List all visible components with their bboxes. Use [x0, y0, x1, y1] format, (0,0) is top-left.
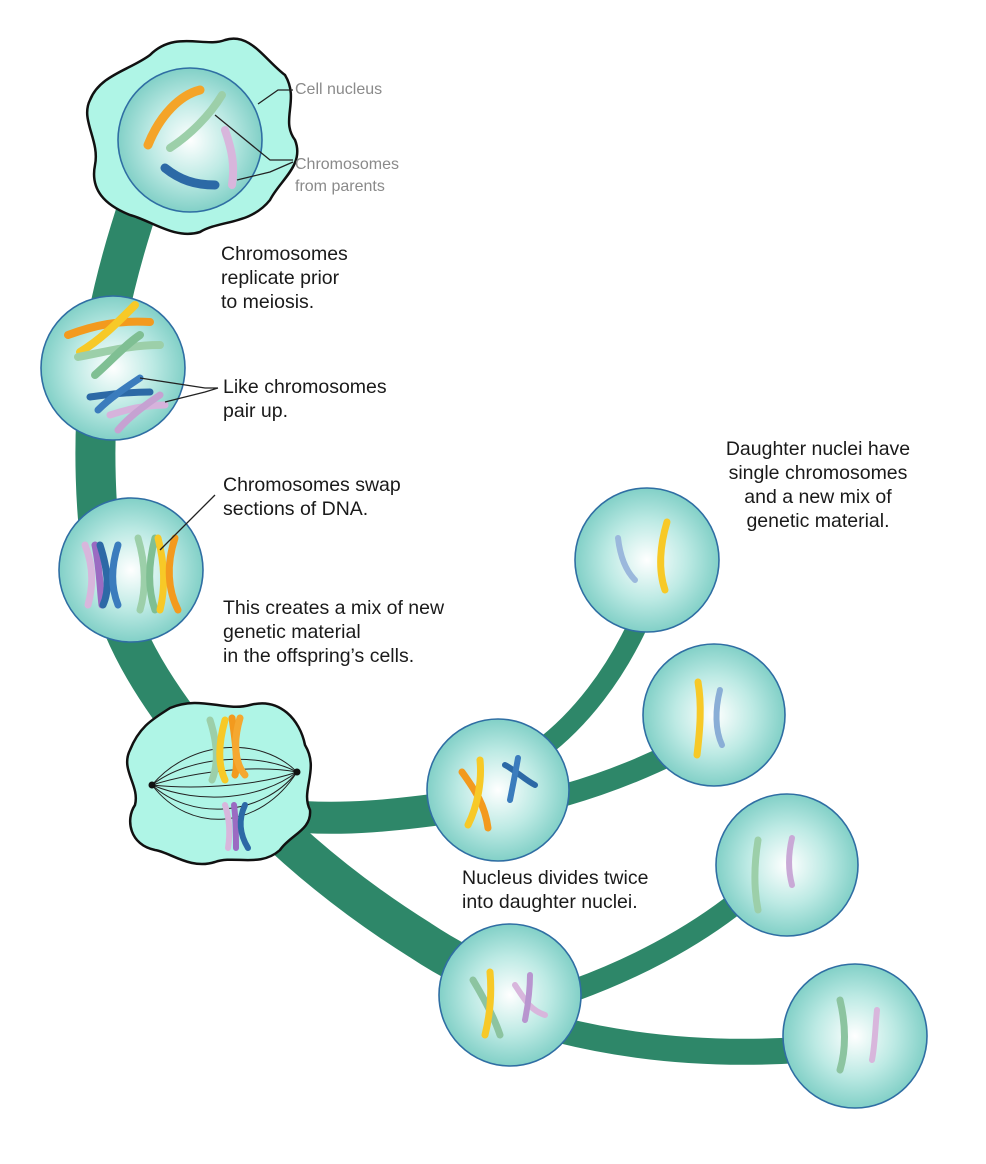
chr-orange-b [232, 714, 249, 779]
chromatid-blue-b [94, 374, 144, 414]
chromatid-orange-b [76, 301, 139, 356]
label-replicate: Chromosomes replicate prior to meiosis. [221, 243, 348, 313]
chr-green [206, 716, 220, 784]
chromosome-pink [221, 126, 238, 189]
replication-nucleus [40, 295, 219, 441]
chromosome-blue [160, 163, 220, 190]
crossing-over-nucleus [58, 494, 216, 643]
label-divides: Nucleus divides twice into daughter nucl… [462, 867, 649, 913]
chr-green-b [146, 534, 159, 614]
nucleus [58, 497, 204, 643]
chr-purple [522, 972, 533, 1023]
daughter-nucleus-1 [574, 487, 720, 633]
chr-blue-a [96, 541, 111, 609]
centrosome-right [293, 768, 301, 776]
chr-blue-b [109, 541, 122, 609]
label-pair-up: Like chromosomes pair up. [223, 376, 387, 422]
chr-green [836, 996, 848, 1074]
chr-pink [81, 541, 96, 609]
chr-pink [222, 802, 233, 851]
chromatid-orange-a [64, 317, 154, 339]
pathway-branch-d4 [556, 1017, 801, 1065]
chromosome-green [166, 91, 226, 152]
cell-membrane [125, 701, 312, 866]
pathway-branch-d1 [533, 615, 650, 758]
label-chromosomes-from-parents: Chromosomes from parents [295, 156, 400, 195]
nucleus [117, 67, 263, 213]
chr-yellow [216, 716, 229, 784]
pathway [75, 193, 801, 1065]
chr-yellow [657, 518, 671, 594]
label-daughter: Daughter nuclei have single chromosomes … [725, 438, 911, 532]
spindle-cell [125, 701, 312, 866]
callout-line-pair [139, 377, 219, 403]
nucleus [40, 295, 186, 441]
chromatid-pink-a [106, 401, 169, 419]
daughter-nucleus-3 [715, 793, 859, 937]
chr-green-a [134, 534, 148, 614]
chr-green-yellow [481, 968, 495, 1039]
nucleus [574, 487, 720, 633]
daughter-nucleus-4 [782, 963, 928, 1109]
chr-purple [231, 802, 239, 851]
chr-pink [869, 1007, 880, 1063]
chromatid-pink-b [114, 391, 164, 434]
chr-yellow [464, 756, 484, 829]
nucleus [438, 923, 582, 1067]
chr-blue [237, 802, 251, 851]
daughter-nucleus-2 [642, 643, 786, 787]
chr-blue [502, 762, 538, 788]
chr-pink-blue [786, 835, 795, 888]
callout-line-chromosomes [214, 114, 294, 181]
spindle-fibres [151, 746, 298, 820]
chromosome-orange [143, 85, 205, 150]
chromatid-green-b [91, 331, 144, 379]
division-nucleus-lower [438, 923, 582, 1067]
callout-line-nucleus [257, 89, 293, 105]
label-mix: This creates a mix of new genetic materi… [223, 597, 445, 667]
label-swap: Chromosomes swap sections of DNA. [223, 474, 401, 520]
chr-green-yellow [693, 678, 704, 759]
chr-blue [713, 687, 725, 748]
pathway-branch-d3 [571, 891, 747, 1001]
chr-blue-pink [615, 535, 638, 583]
chr-yellow [154, 534, 168, 614]
nucleus [426, 718, 570, 862]
callout-line-swap [159, 494, 216, 551]
chr-yellow-green [751, 836, 762, 914]
nucleus [782, 963, 928, 1109]
label-cell-nucleus: Cell nucleus [295, 81, 383, 98]
centrosome-left [148, 781, 156, 789]
chr-orange [165, 534, 182, 614]
chr-blue-b [507, 755, 521, 803]
parent-cell [85, 37, 299, 235]
division-nucleus-upper [426, 718, 570, 862]
